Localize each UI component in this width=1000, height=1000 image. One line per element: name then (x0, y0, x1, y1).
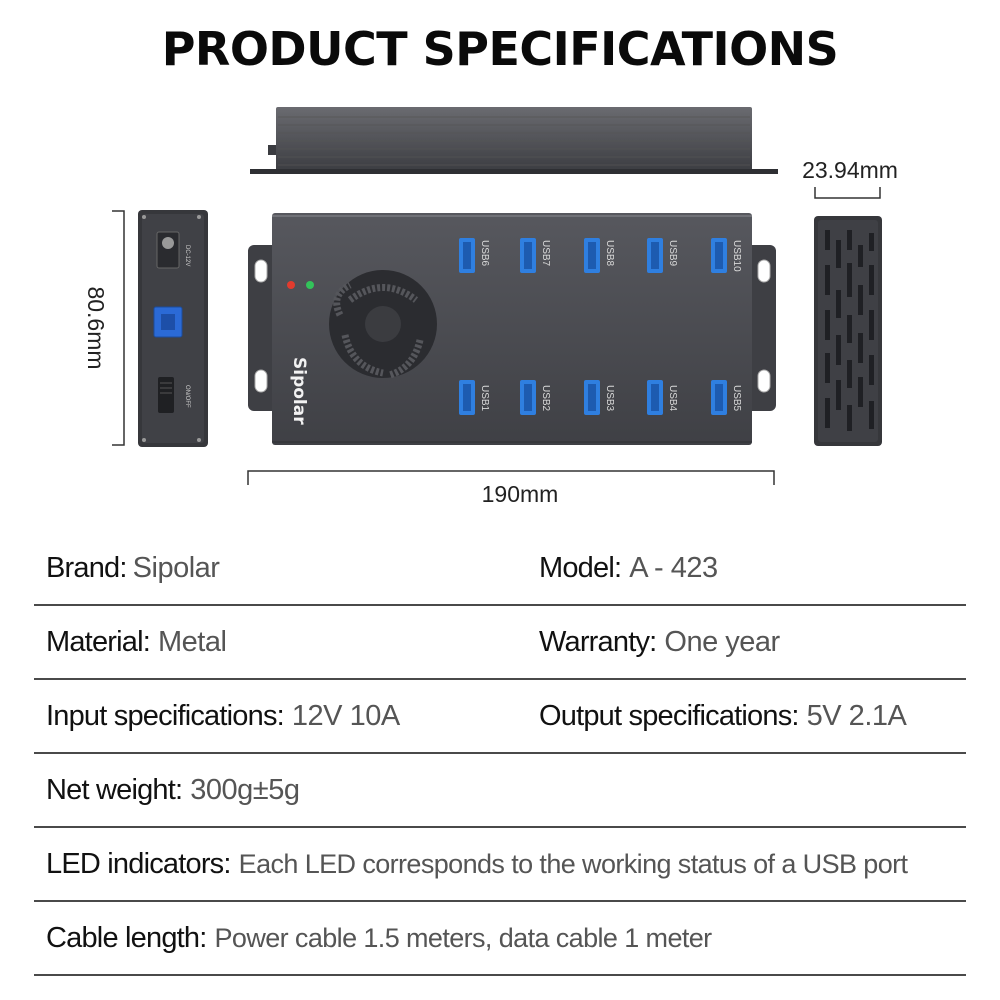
usb-port-6: USB6 (459, 238, 490, 273)
power-switch-icon (158, 377, 174, 413)
front-view: Sipolar USB6 USB7 USB8 USB9 USB10 USB1 U… (248, 213, 776, 445)
height-dimension: 80.6mm (83, 210, 125, 446)
spec-value: Metal (158, 625, 227, 658)
spec-output: Output specifications: 5V 2.1A (539, 680, 907, 752)
spec-row-brand-model: Brand: Sipolar Model: A - 423 (34, 532, 966, 606)
spec-brand: Brand: Sipolar (46, 532, 220, 604)
led-green-icon (306, 281, 314, 289)
left-side-view: DC-12V ON/OFF (138, 210, 208, 447)
svg-text:USB9: USB9 (667, 240, 678, 267)
svg-text:USB1: USB1 (479, 385, 490, 412)
spec-label: Cable length: (46, 921, 207, 954)
spec-value: 300g±5g (190, 773, 300, 806)
spec-cable: Cable length: Power cable 1.5 meters, da… (46, 902, 712, 974)
spec-label: LED indicators: (46, 847, 231, 880)
spec-row-input-output: Input specifications: 12V 10A Output spe… (34, 680, 966, 754)
depth-value: 23.94mm (802, 157, 898, 183)
product-dimension-figure: 23.94mm 80.6mm DC-12V ON/OFF (0, 95, 1000, 525)
length-value: 190mm (482, 481, 559, 507)
spec-label: Output specifications: (539, 699, 799, 732)
specs-table: Brand: Sipolar Model: A - 423 Material: … (34, 532, 966, 976)
svg-text:USB8: USB8 (604, 240, 615, 267)
spec-label: Net weight: (46, 773, 183, 806)
usb-ports-bottom: USB1 USB2 USB3 USB4 USB5 (459, 380, 742, 415)
spec-label: Input specifications: (46, 699, 285, 732)
spec-row-weight: Net weight: 300g±5g (34, 754, 966, 828)
svg-text:USB7: USB7 (540, 240, 551, 267)
led-red-icon (287, 281, 295, 289)
spec-label: Model: (539, 551, 622, 584)
usb-ports-top: USB6 USB7 USB8 USB9 USB10 (459, 238, 742, 273)
usb-port-8: USB8 (584, 238, 615, 273)
page-title: PRODUCT SPECIFICATIONS (161, 22, 839, 76)
spec-value: Each LED corresponds to the working stat… (238, 848, 908, 879)
switch-label: ON/OFF (184, 385, 190, 408)
svg-text:USB10: USB10 (731, 240, 742, 272)
fan-icon (329, 270, 437, 379)
usb-port-4: USB4 (647, 380, 678, 415)
usb-port-3: USB3 (584, 380, 615, 415)
spec-label: Material: (46, 625, 151, 658)
spec-row-material-warranty: Material: Metal Warranty: One year (34, 606, 966, 680)
usb-port-2: USB2 (520, 380, 551, 415)
usb-port-7: USB7 (520, 238, 551, 273)
height-value: 80.6mm (83, 286, 109, 369)
spec-row-led: LED indicators: Each LED corresponds to … (34, 828, 966, 902)
svg-text:USB6: USB6 (479, 240, 490, 267)
spec-model: Model: A - 423 (539, 532, 718, 604)
right-side-view (814, 216, 882, 446)
spec-input: Input specifications: 12V 10A (46, 680, 400, 752)
spec-value: Sipolar (132, 551, 220, 584)
spec-label: Brand: (46, 551, 127, 584)
svg-text:USB5: USB5 (731, 385, 742, 412)
spec-value: 12V 10A (291, 699, 400, 732)
spec-value: One year (664, 625, 780, 658)
usb-port-5: USB5 (711, 380, 742, 415)
power-label: DC-12V (184, 245, 190, 266)
usb-port-9: USB9 (647, 238, 678, 273)
spec-value: 5V 2.1A (806, 699, 907, 732)
spec-led: LED indicators: Each LED corresponds to … (46, 828, 908, 900)
depth-dimension: 23.94mm (802, 157, 898, 199)
svg-text:USB3: USB3 (604, 385, 615, 412)
usb-port-1: USB1 (459, 380, 490, 415)
spec-value: Power cable 1.5 meters, data cable 1 met… (214, 922, 713, 953)
length-dimension: 190mm (247, 470, 775, 507)
spec-label: Warranty: (539, 625, 657, 658)
svg-text:USB4: USB4 (667, 385, 678, 412)
svg-text:USB2: USB2 (540, 385, 551, 412)
top-view (250, 107, 778, 174)
product-diagram: 23.94mm 80.6mm DC-12V ON/OFF (83, 107, 898, 507)
spec-value: A - 423 (629, 551, 718, 584)
usb-port-10: USB10 (711, 238, 742, 273)
spec-row-cable: Cable length: Power cable 1.5 meters, da… (34, 902, 966, 976)
brand-mark: Sipolar (289, 357, 309, 425)
spec-weight: Net weight: 300g±5g (46, 754, 300, 826)
spec-warranty: Warranty: One year (539, 606, 780, 678)
spec-material: Material: Metal (46, 606, 227, 678)
